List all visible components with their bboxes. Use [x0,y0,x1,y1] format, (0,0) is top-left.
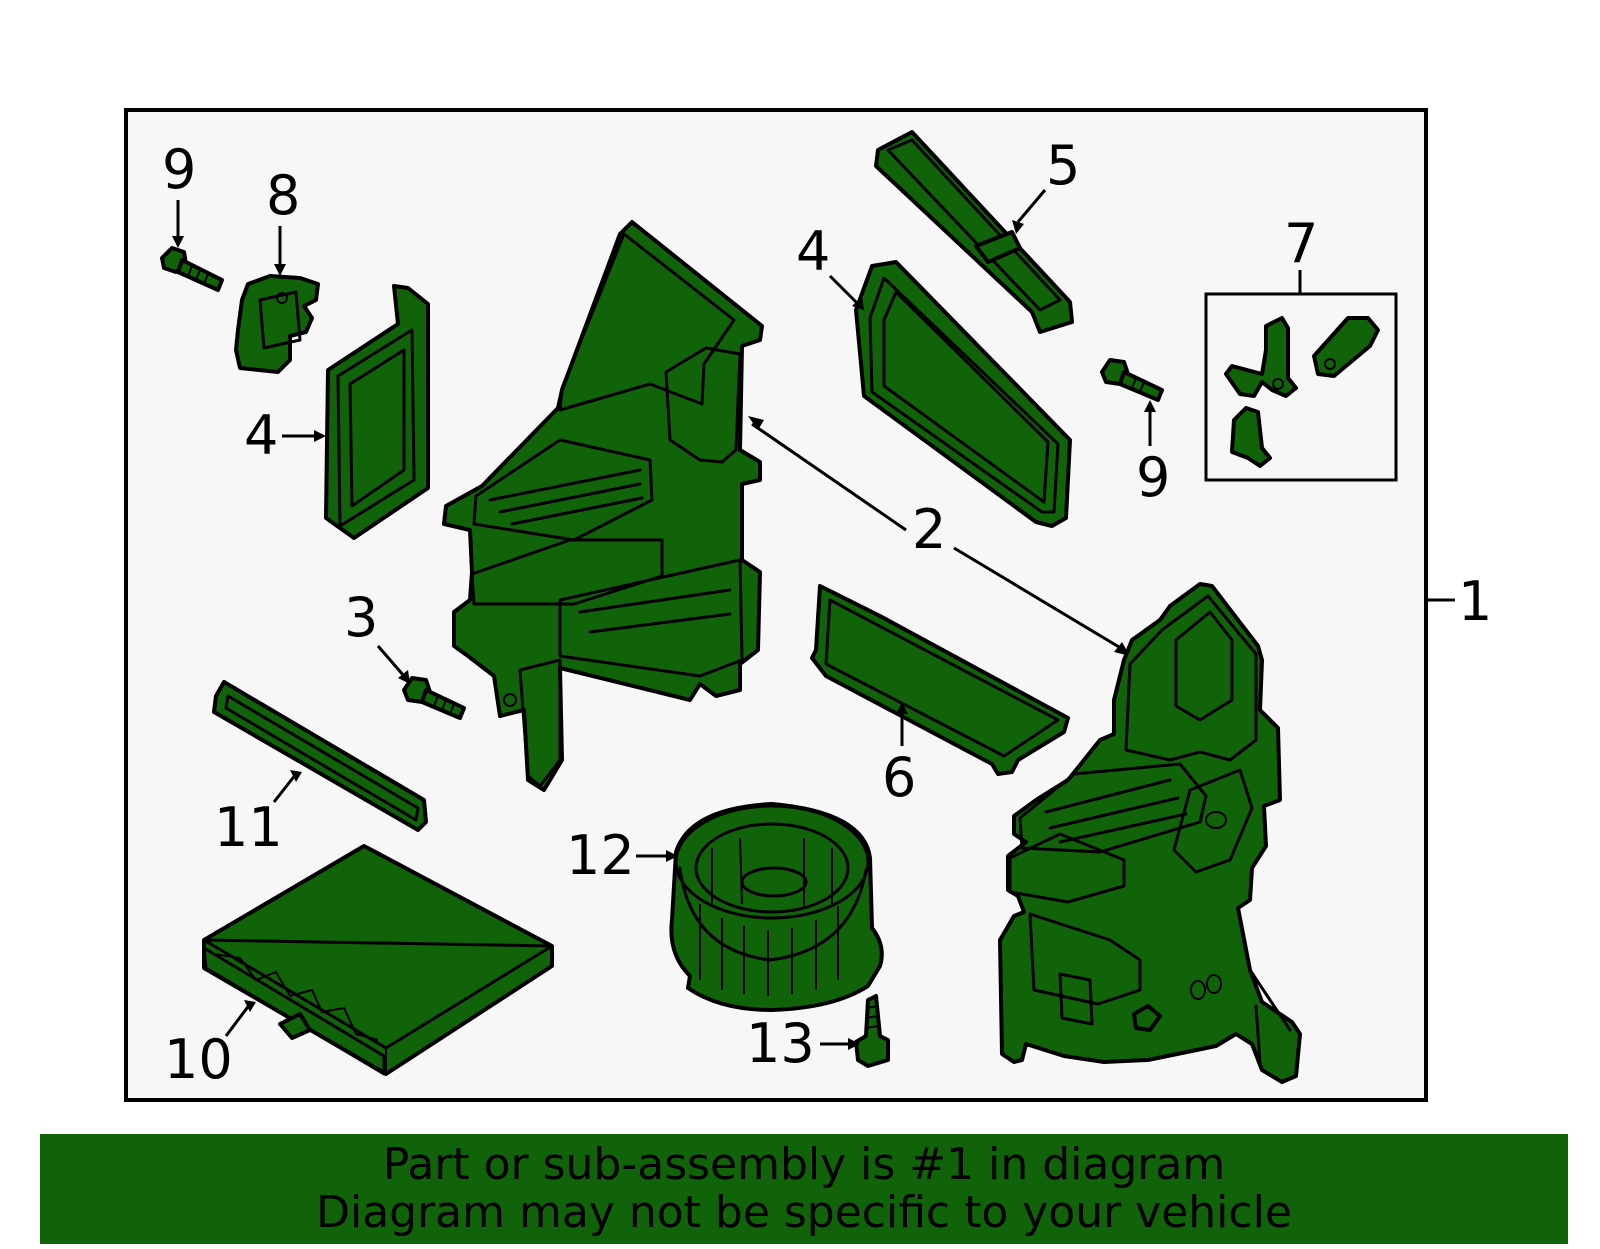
callout-7: 7 [1284,212,1318,275]
callout-9-left: 9 [162,138,196,201]
callout-2: 2 [912,498,946,561]
blower-12[interactable] [669,802,884,1012]
callout-1: 1 [1458,570,1492,633]
disclaimer-banner: Part or sub-assembly is #1 in diagram Di… [40,1134,1568,1244]
banner-line-2: Diagram may not be specific to your vehi… [316,1187,1292,1238]
callout-10: 10 [164,1028,233,1091]
cabin-filter-10[interactable] [202,844,554,1076]
door-4-left[interactable] [324,284,430,540]
duct-5[interactable] [874,130,1074,334]
actuator-8[interactable] [234,274,320,374]
callout-4-left: 4 [244,404,278,467]
callout-9-right: 9 [1136,446,1170,509]
strip-11[interactable] [212,680,428,832]
callout-3: 3 [344,586,378,649]
bolt-9-right[interactable] [1100,358,1164,402]
callout-13: 13 [746,1012,815,1075]
callout-11: 11 [214,796,283,859]
bolt-3[interactable] [402,676,466,720]
housing-2-lower[interactable] [998,582,1302,1084]
callout-12: 12 [566,824,635,887]
callout-5: 5 [1046,134,1080,197]
callout-6: 6 [882,746,916,809]
link-kit-7[interactable] [1224,316,1380,468]
banner-line-1: Part or sub-assembly is #1 in diagram [382,1139,1226,1190]
panel-6[interactable] [810,584,1070,776]
bolt-9-left[interactable] [160,246,224,292]
door-4-right[interactable] [854,260,1072,528]
callout-8: 8 [266,164,300,227]
housing-2-upper[interactable] [442,220,764,792]
bolt-13[interactable] [854,994,890,1068]
callout-4-right: 4 [796,220,830,283]
